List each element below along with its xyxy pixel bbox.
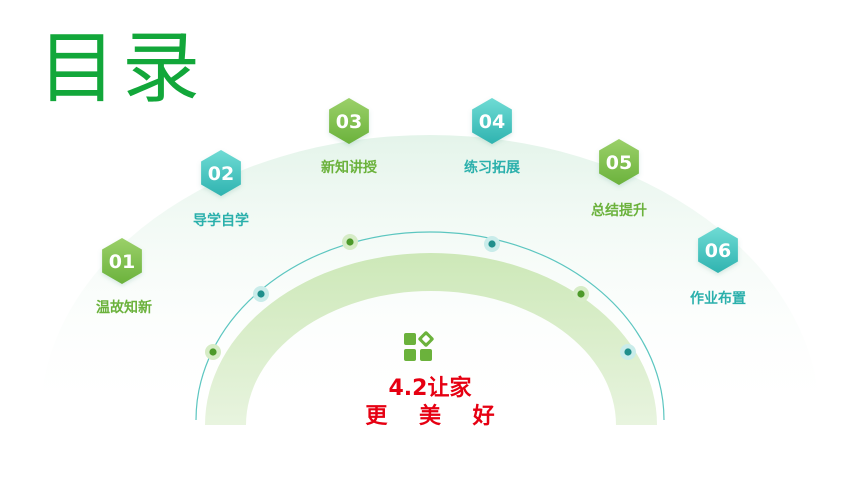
hexagon-badge bbox=[472, 98, 512, 144]
arc-dot-center bbox=[577, 290, 585, 298]
item-label: 练习拓展 bbox=[464, 159, 520, 176]
grid-diamond-icon bbox=[404, 331, 434, 361]
item-number: 02 bbox=[208, 163, 234, 185]
hexagon-badge bbox=[329, 98, 369, 144]
page-title: 目录 bbox=[38, 24, 207, 114]
item-number: 06 bbox=[705, 240, 731, 262]
arc-dot-center bbox=[346, 238, 354, 246]
item-number: 01 bbox=[109, 251, 135, 273]
item-number: 05 bbox=[606, 152, 632, 174]
arc-dot-center bbox=[209, 348, 217, 356]
center-title-line1: 4.2让家 bbox=[388, 376, 472, 401]
hexagon-badge bbox=[599, 139, 639, 185]
arc-dot-center bbox=[257, 290, 265, 298]
item-label: 新知讲授 bbox=[321, 159, 378, 176]
outer-arc-line bbox=[195, 231, 665, 421]
center-band bbox=[205, 253, 657, 425]
menu-item-03[interactable]: 03 新知讲授 bbox=[321, 98, 378, 176]
menu-item-05[interactable]: 05 总结提升 bbox=[591, 139, 647, 219]
item-number: 03 bbox=[336, 111, 362, 133]
menu-item-02[interactable]: 02 导学自学 bbox=[193, 150, 249, 229]
menu-item-06[interactable]: 06 作业布置 bbox=[690, 227, 746, 307]
item-label: 作业布置 bbox=[690, 290, 746, 307]
item-number: 04 bbox=[479, 111, 505, 133]
hexagon-badge bbox=[201, 150, 241, 196]
arc-dot-center bbox=[624, 348, 632, 356]
item-label: 导学自学 bbox=[193, 212, 249, 229]
arc-dot-center bbox=[488, 240, 496, 248]
item-label: 温故知新 bbox=[96, 299, 152, 316]
item-label: 总结提升 bbox=[591, 202, 647, 219]
center-title-line2: 更 美 好 bbox=[365, 404, 507, 429]
hexagon-badge bbox=[698, 227, 738, 273]
hexagon-badge bbox=[102, 238, 142, 284]
arc-dots bbox=[205, 234, 636, 360]
menu-items: 01 温故知新 02 导学自学 03 新知讲授 04 练习拓展 05 总结提升 06 作业布置 bbox=[96, 98, 746, 316]
menu-item-04[interactable]: 04 练习拓展 bbox=[464, 98, 520, 176]
menu-item-01[interactable]: 01 温故知新 bbox=[96, 238, 152, 316]
